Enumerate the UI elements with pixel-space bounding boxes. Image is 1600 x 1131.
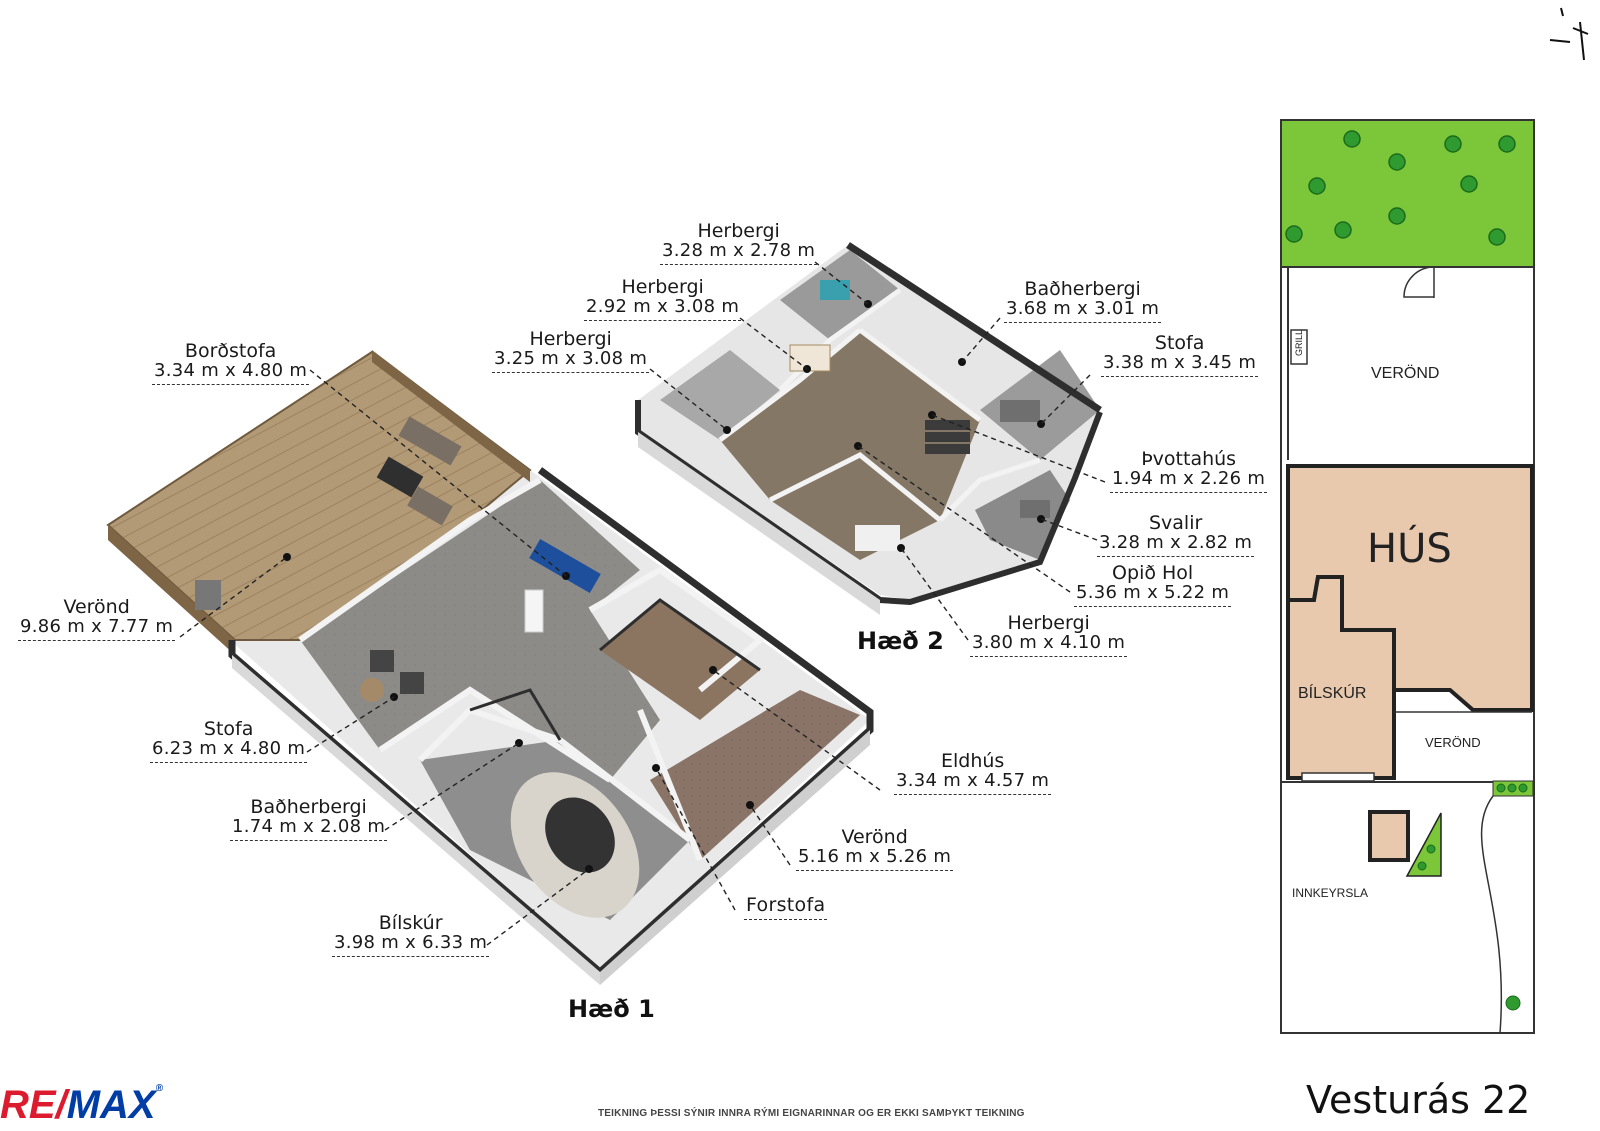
grill-object — [195, 580, 221, 610]
deck-sofa — [398, 416, 462, 466]
room-label-bordstofa: Borðstofa 3.34 m x 4.80 m — [152, 341, 310, 385]
room-label-stofa-1: Stofa 6.23 m x 4.80 m — [150, 719, 308, 763]
floor1-model — [106, 350, 874, 985]
disclaimer-text: TEIKNING ÞESSI SÝNIR INNRA RÝMI EIGNARIN… — [598, 1108, 1025, 1119]
compass-icon — [1549, 7, 1589, 61]
floor2-stairs — [925, 420, 970, 454]
floor2-title: Hæð 2 — [857, 627, 944, 655]
site-label-grill: GRILL — [1294, 330, 1304, 357]
site-label-driveway: INNKEYRSLA — [1292, 886, 1369, 900]
dining-table — [529, 538, 601, 594]
site-label-house: HÚS — [1367, 526, 1452, 572]
room-label-eldhus: Eldhús 3.34 m x 4.57 m — [894, 751, 1052, 795]
living-area-floor — [300, 480, 660, 780]
leader-lines — [179, 261, 1106, 946]
kitchen-floor — [600, 600, 760, 720]
room-label-forstofa: Forstofa — [744, 895, 828, 920]
floor2-bedroom-floor — [660, 350, 780, 440]
room-label-stofa-2: Stofa 3.38 m x 3.45 m — [1101, 333, 1259, 377]
room-label-thvottahus: Þvottahús 1.94 m x 2.26 m — [1110, 449, 1268, 493]
room-label-herbergi-b: Herbergi 2.92 m x 3.08 m — [584, 277, 742, 321]
room-label-herbergi-a: Herbergi 3.28 m x 2.78 m — [660, 221, 818, 265]
property-address: Vesturás 22 — [1306, 1078, 1531, 1122]
site-label-deck-top: VERÖND — [1371, 365, 1440, 382]
room-label-badherbergi-2: Baðherbergi 3.68 m x 3.01 m — [1004, 279, 1162, 323]
site-label-garage: BÍLSKÚR — [1298, 685, 1367, 702]
remax-logo: RE/MAX® — [0, 1083, 163, 1127]
floor1-title: Hæð 1 — [568, 995, 655, 1023]
patio-floor — [650, 690, 860, 860]
floor2-model — [635, 242, 1103, 615]
room-label-veroend-patio: Verönd 5.16 m x 5.26 m — [796, 827, 954, 871]
room-label-opid-hol: Opið Hol 5.36 m x 5.22 m — [1074, 563, 1232, 607]
room-label-svalir: Svalir 3.28 m x 2.82 m — [1097, 513, 1255, 557]
room-label-badherbergi-1: Baðherbergi 1.74 m x 2.08 m — [230, 797, 388, 841]
room-label-bilskur: Bílskúr 3.98 m x 6.33 m — [332, 913, 490, 957]
tree-icons — [1285, 130, 1516, 246]
room-label-veroend-deck: Verönd 9.86 m x 7.77 m — [18, 597, 176, 641]
living-armchair — [370, 650, 394, 672]
room-label-herbergi-c: Herbergi 3.25 m x 3.08 m — [492, 329, 650, 373]
site-plan — [1280, 119, 1535, 1034]
room-label-herbergi-d: Herbergi 3.80 m x 4.10 m — [970, 613, 1128, 657]
site-label-deck-small: VERÖND — [1425, 735, 1481, 750]
